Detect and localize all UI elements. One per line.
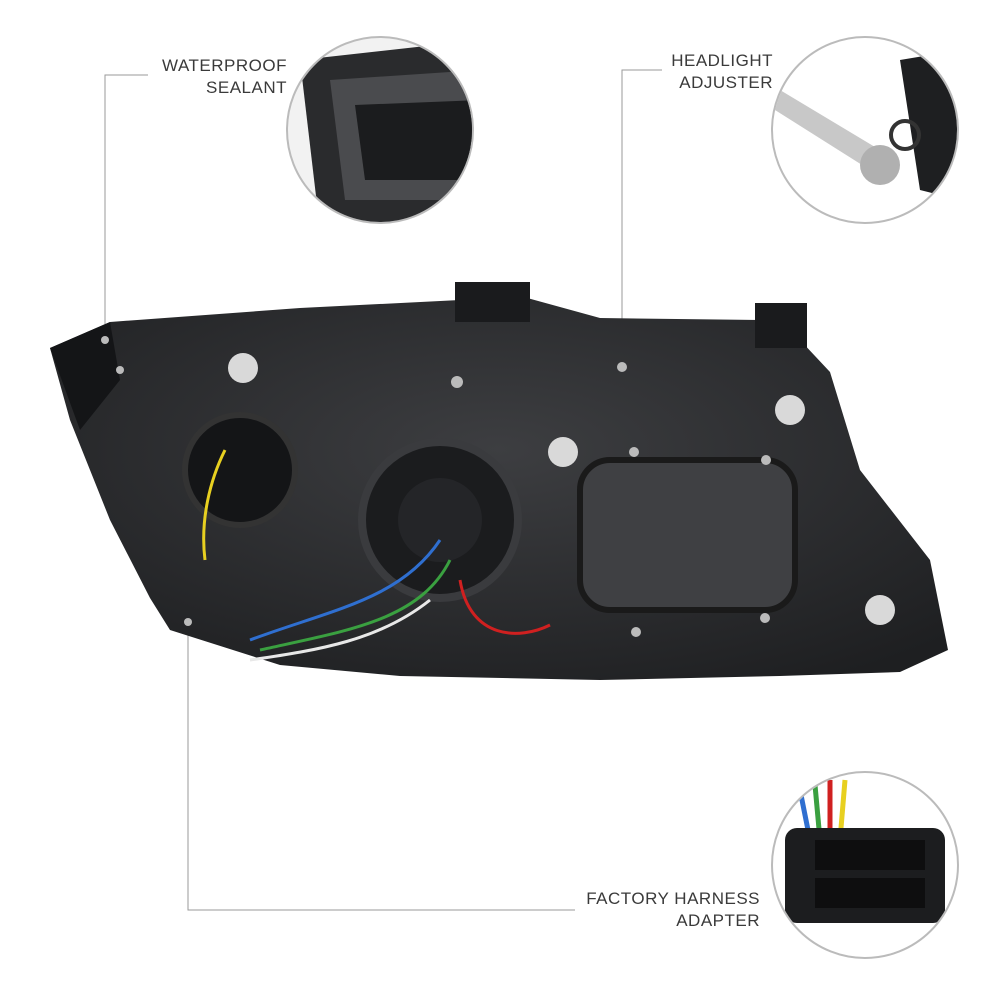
waterproof-sealant-detail [286, 36, 474, 224]
callout-line: WATERPROOF [162, 56, 287, 75]
callout-factory-harness-adapter: FACTORY HARNESS ADAPTER [586, 888, 760, 932]
headlight-adjuster-detail [771, 36, 959, 224]
harness-adapter-detail [771, 771, 959, 959]
callout-waterproof-sealant: WATERPROOF SEALANT [162, 55, 287, 99]
leader-lines [104, 69, 662, 911]
callout-line: HEADLIGHT [671, 51, 773, 70]
callout-line: FACTORY HARNESS [586, 889, 760, 908]
callout-line: ADAPTER [676, 911, 760, 930]
callout-line: SEALANT [206, 78, 287, 97]
callout-headlight-adjuster: HEADLIGHT ADJUSTER [671, 50, 773, 94]
headlight-housing [50, 282, 948, 680]
callout-line: ADJUSTER [679, 73, 773, 92]
